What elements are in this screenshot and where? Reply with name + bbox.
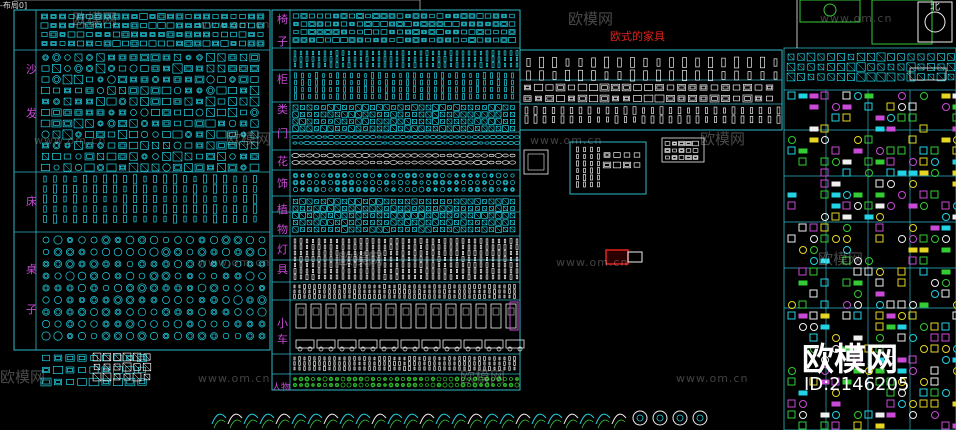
mid-label-people: 人物 [272,383,291,393]
watermark-url: www.om.cn [556,256,629,269]
left-label-sofa-2: 发 [26,107,37,120]
watermark-brand: 欧模网 [0,368,46,386]
mid-label-plant-1: 植 [277,203,288,216]
mid-label-chair-1: 椅 [277,13,288,26]
left-label-table-2: 子 [26,303,37,316]
watermark-brand: 欧模网 [226,130,272,148]
watermark-url: www.om.cn [820,12,893,25]
mid-label-lamp-1: 灯 [277,243,288,256]
left-label-bed: 床 [26,195,37,208]
left-label-table-1: 桌 [26,263,37,276]
left-label-sofa-1: 沙 [26,63,37,76]
mid-label-decor-1: 花 [277,155,288,168]
compass-label: 北 [930,2,940,13]
watermark-brand: 欧模网 [338,250,384,268]
mid-label-cabinet-1: 柜 [277,73,288,86]
watermark-url: www.om.cn [198,372,271,385]
watermark-brand: 欧模网 [72,10,118,28]
layout-tab-title[interactable]: -布局0] [0,1,28,10]
mid-label-lamp-2: 具 [277,263,288,276]
brand-id-text: ID:2146205 [804,374,910,395]
mid-label-door: 门 [277,127,288,140]
mid-label-car-2: 车 [277,333,288,346]
mid-label-chair-2: 子 [277,35,288,48]
section-title: 欧式的家具 [610,30,665,43]
watermark-url: www.om.cn [198,18,271,31]
watermark-url: www.om.cn [198,256,271,269]
mid-label-car-1: 小 [277,317,288,330]
watermark-url: www.om.cn [676,372,749,385]
watermark-brand: 欧模网 [700,130,746,148]
brand-logo-text: 欧模网 [802,340,899,378]
mid-label-cabinet-2: 类 [277,103,288,116]
watermark-brand: 欧模网 [818,250,864,268]
mid-label-plant-2: 物 [277,223,288,236]
watermark-brand: 欧模网 [460,368,506,386]
watermark-url: www.om.cn [34,134,107,147]
mid-label-decor-2: 饰 [277,177,288,190]
watermark-brand: 欧模网 [568,10,614,28]
watermark-url: www.om.cn [530,134,603,147]
